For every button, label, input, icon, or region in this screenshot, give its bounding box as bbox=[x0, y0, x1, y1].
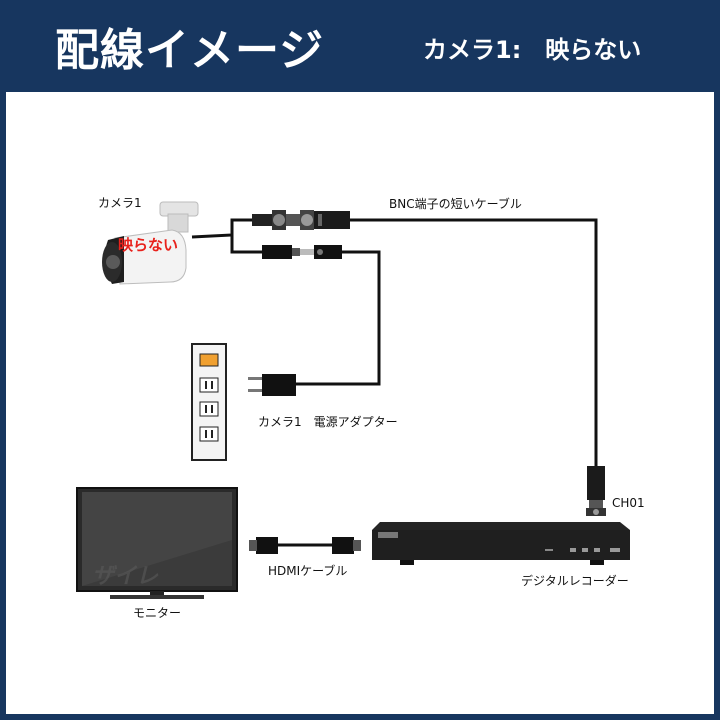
monitor-label: モニター bbox=[133, 606, 182, 620]
dc-connector-pair bbox=[262, 245, 342, 259]
outlet bbox=[199, 377, 219, 393]
page-title: 配線イメージ bbox=[55, 25, 325, 76]
power-plug bbox=[248, 374, 296, 396]
monitor-watermark: ザイレ bbox=[92, 564, 159, 589]
cables bbox=[191, 218, 598, 547]
hdmi-cable-label: HDMIケーブル bbox=[268, 564, 348, 578]
recorder-bnc-connector bbox=[586, 466, 606, 516]
outlet bbox=[199, 426, 219, 442]
camera-status-heading: カメラ1: 映らない bbox=[423, 36, 642, 64]
camera-label: カメラ1 bbox=[98, 196, 142, 210]
power-cable bbox=[296, 250, 381, 386]
hdmi-plugs bbox=[249, 537, 361, 554]
outlet bbox=[199, 401, 219, 417]
bnc-cable-label: BNC端子の短いケーブル bbox=[389, 197, 522, 211]
camera-status-label: 映らない bbox=[118, 236, 179, 254]
adapter-label: カメラ1 電源アダプター bbox=[258, 415, 398, 429]
bnc-cable bbox=[350, 218, 598, 470]
recorder-label: デジタルレコーダー bbox=[521, 574, 629, 588]
bullet-camera bbox=[102, 201, 199, 285]
bnc-connector-pair bbox=[252, 210, 350, 230]
camera-pigtail bbox=[191, 218, 252, 239]
camera-power-pigtail bbox=[230, 235, 262, 254]
channel-label: CH01 bbox=[612, 496, 645, 510]
monitor bbox=[76, 487, 238, 599]
digital-recorder bbox=[372, 522, 630, 565]
power-strip bbox=[191, 343, 227, 461]
